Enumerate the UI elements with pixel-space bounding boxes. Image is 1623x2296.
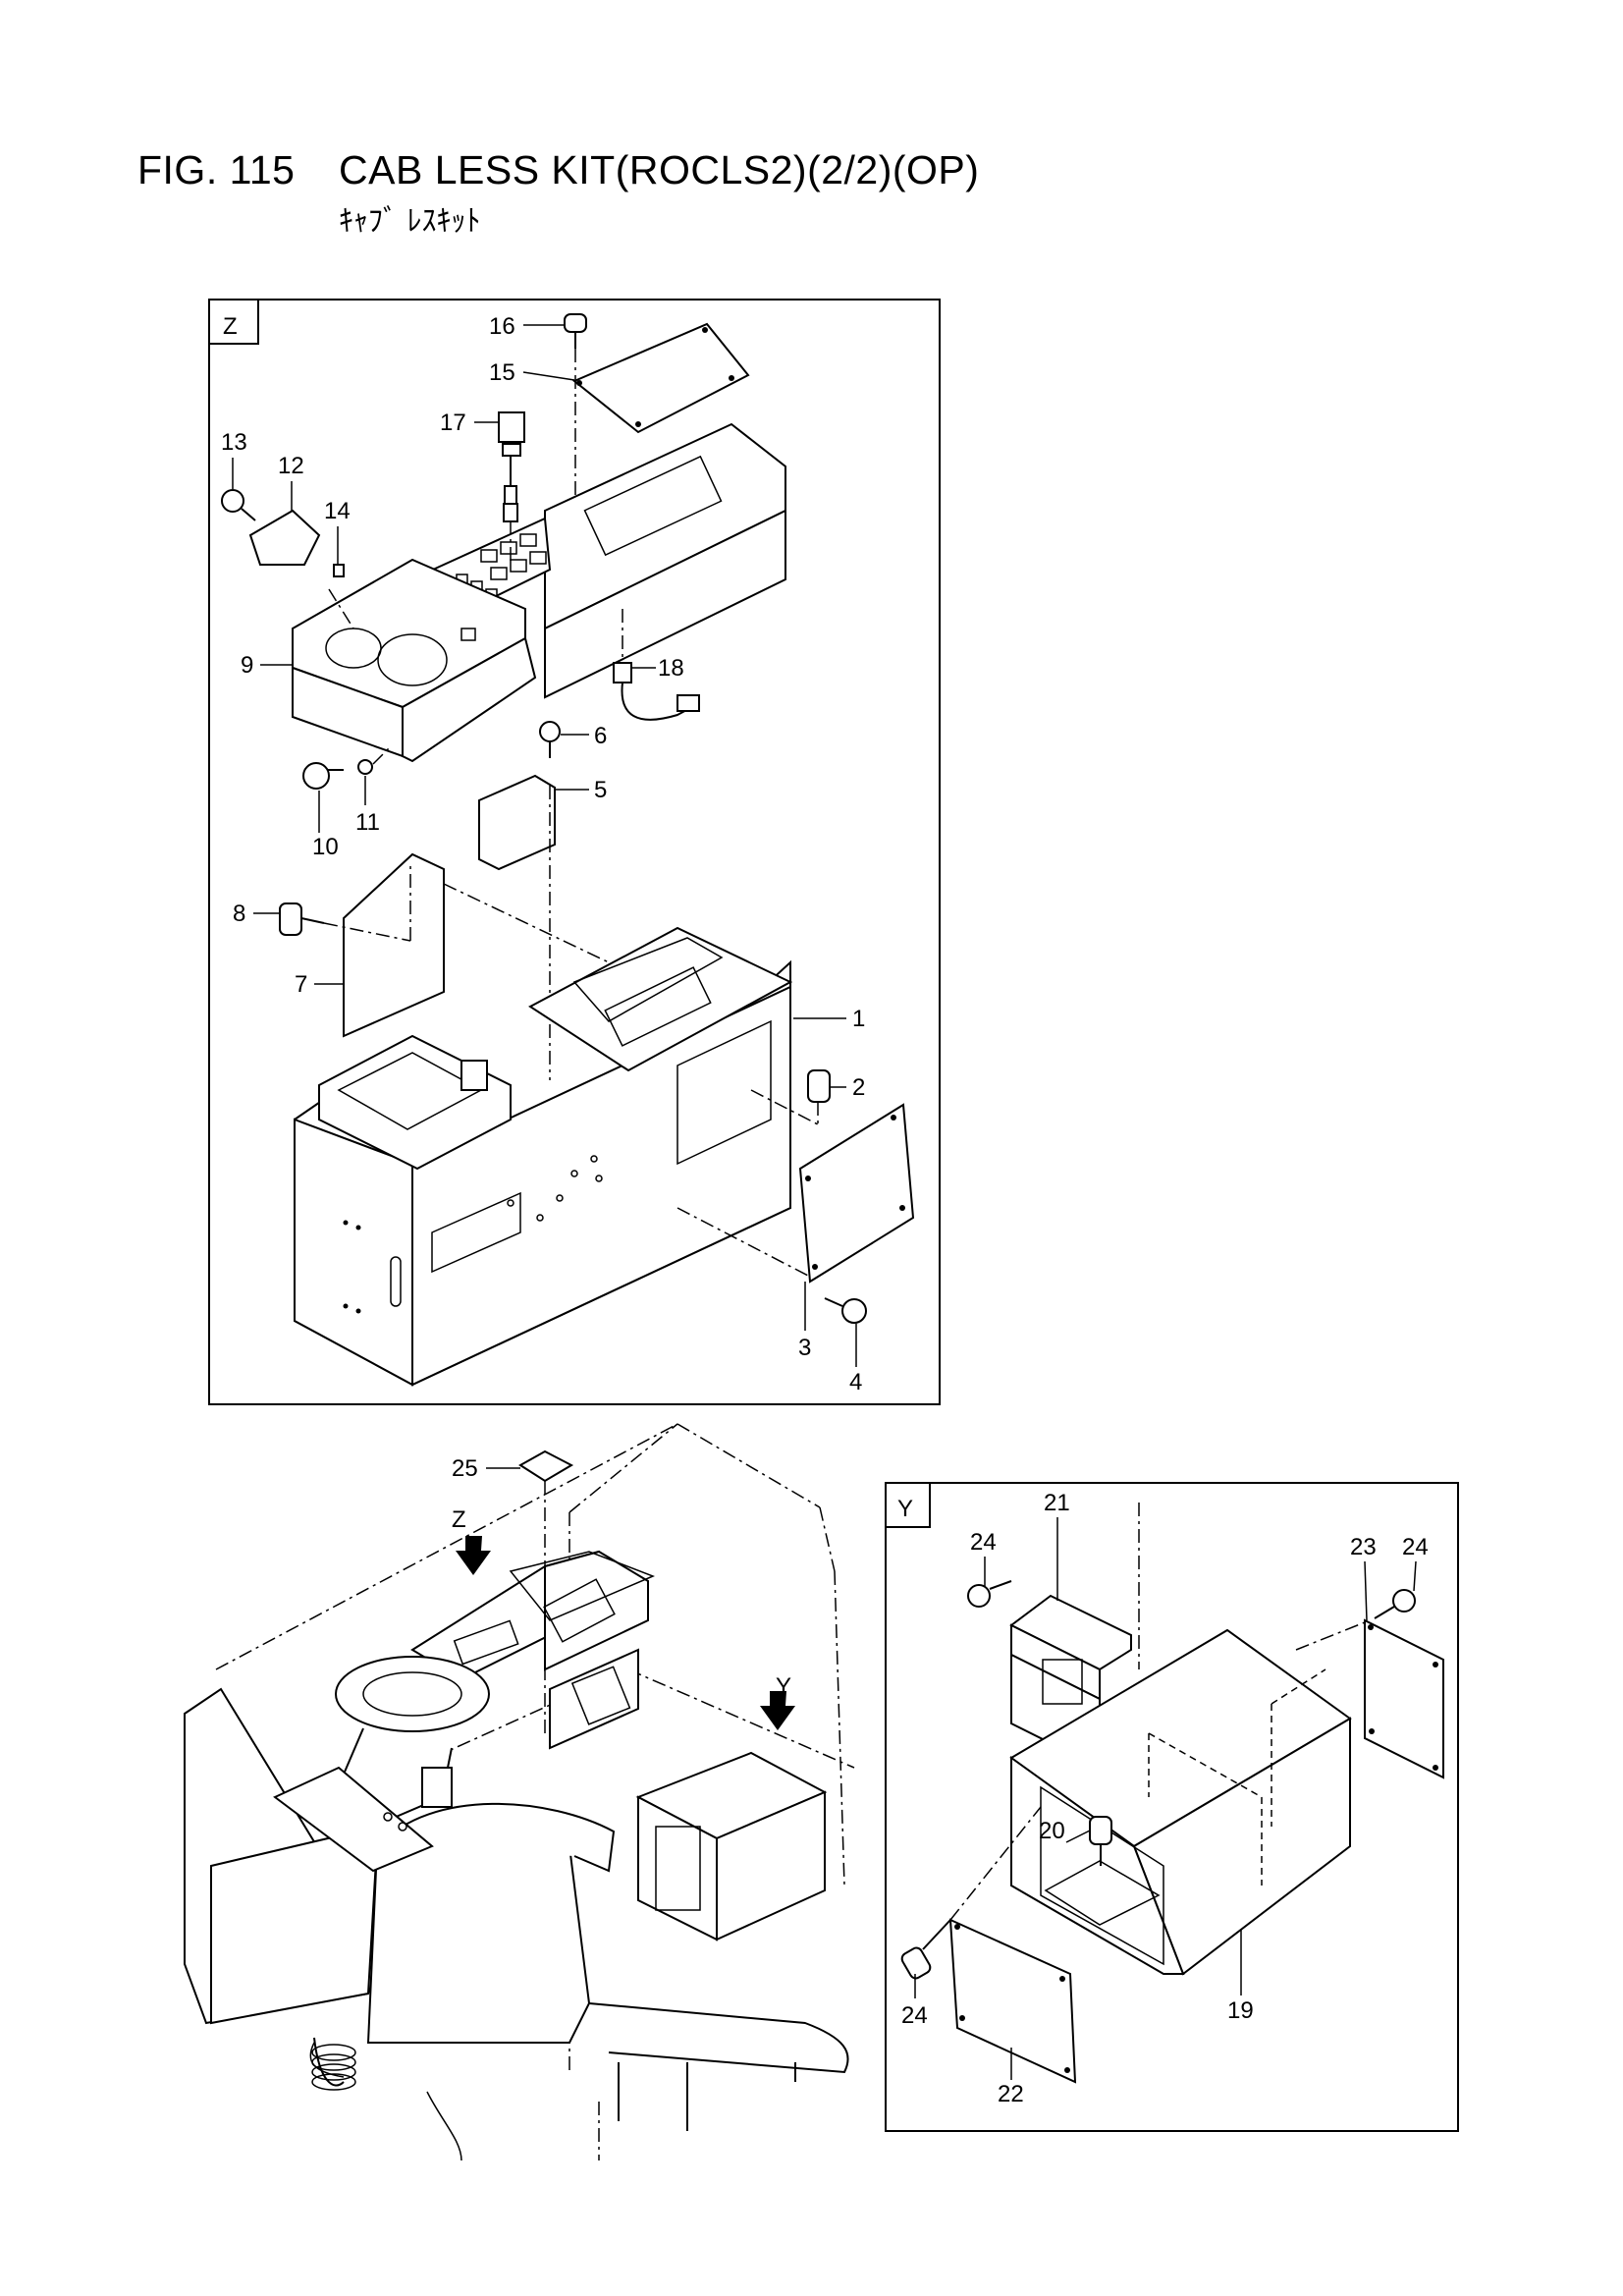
plate-12	[248, 509, 321, 566]
view-z-tag: Z	[223, 313, 238, 340]
bolt-24-a	[967, 1580, 1012, 1608]
callout-4: 4	[849, 1369, 862, 1395]
callout-11: 11	[355, 809, 380, 836]
view-y-tag: Y	[897, 1496, 913, 1522]
machine-overview: Z Y 25	[184, 1423, 855, 2161]
callout-21: 21	[1044, 1490, 1070, 1516]
cover-plate-3	[676, 1103, 915, 1284]
callout-18: 18	[658, 655, 684, 682]
harness-18	[613, 609, 700, 721]
callout-8: 8	[233, 901, 245, 927]
view-y-panel: Y	[885, 1482, 1459, 2132]
front-cover-22	[948, 1918, 1077, 2084]
figure-name: CAB LESS KIT(ROCLS2)(2/2)(OP)	[339, 147, 980, 192]
callout-3: 3	[798, 1335, 811, 1361]
callout-9: 9	[241, 652, 253, 679]
view-z-panel: Z	[208, 299, 941, 1405]
callout-14: 14	[324, 498, 351, 524]
callout-17: 17	[440, 410, 466, 436]
bolt-8	[279, 902, 325, 936]
callout-5: 5	[594, 777, 607, 803]
figure-title: FIG. 115 CAB LESS KIT(ROCLS2)(2/2)(OP)	[137, 147, 979, 193]
callout-1: 1	[852, 1006, 865, 1032]
box-cover-19	[1009, 1628, 1352, 1976]
bolt-2	[807, 1069, 831, 1103]
figure-number: FIG. 115	[137, 147, 296, 192]
overview-arrow-y-label: Y	[776, 1673, 791, 1700]
bolt-24-c	[900, 1919, 951, 1980]
nut-14	[333, 564, 345, 577]
view-z-callouts: 16 15 17 13 12 14 9 18 6 5 11 10 8 7 1 2…	[221, 313, 865, 1395]
switch-17	[498, 411, 525, 565]
bolt-13	[221, 489, 256, 521]
callout-12: 12	[278, 453, 304, 479]
washer-11	[357, 759, 373, 775]
bracket-5	[478, 774, 556, 871]
bolt-16	[564, 313, 587, 349]
callout-23: 23	[1350, 1534, 1377, 1560]
view-y-callouts: 21 24 23 24 20 24 19 22	[901, 1490, 1429, 2107]
callout-22: 22	[998, 2081, 1024, 2107]
callout-15: 15	[489, 359, 515, 386]
callout-25: 25	[452, 1455, 478, 1482]
callout-24-a: 24	[970, 1529, 997, 1556]
callout-24-c: 24	[901, 2002, 928, 2029]
bolt-10	[302, 762, 344, 790]
bolt-24-b	[1374, 1589, 1416, 1619]
figure-subtitle-jp: ｷｬﾌﾞ ﾚｽｷｯﾄ	[339, 204, 481, 239]
console-stand-1	[294, 926, 793, 1387]
bolt-6	[539, 721, 561, 758]
callout-19: 19	[1227, 1997, 1254, 2024]
callout-10: 10	[312, 834, 339, 860]
callout-7: 7	[295, 971, 307, 998]
top-cover-plate	[572, 322, 750, 434]
bolt-4	[824, 1297, 867, 1324]
console-cover-9	[292, 558, 537, 763]
callout-13: 13	[221, 429, 247, 456]
callout-2: 2	[852, 1074, 865, 1101]
callout-6: 6	[594, 723, 607, 749]
overview-arrow-z-label: Z	[452, 1506, 466, 1533]
side-plate-7	[323, 852, 445, 1038]
side-cover-23	[1295, 1618, 1444, 1779]
callout-24-b: 24	[1402, 1534, 1429, 1560]
callout-16: 16	[489, 313, 515, 340]
bolt-20	[1089, 1816, 1112, 1866]
callout-20: 20	[1039, 1818, 1065, 1844]
plate-25	[518, 1449, 574, 1483]
